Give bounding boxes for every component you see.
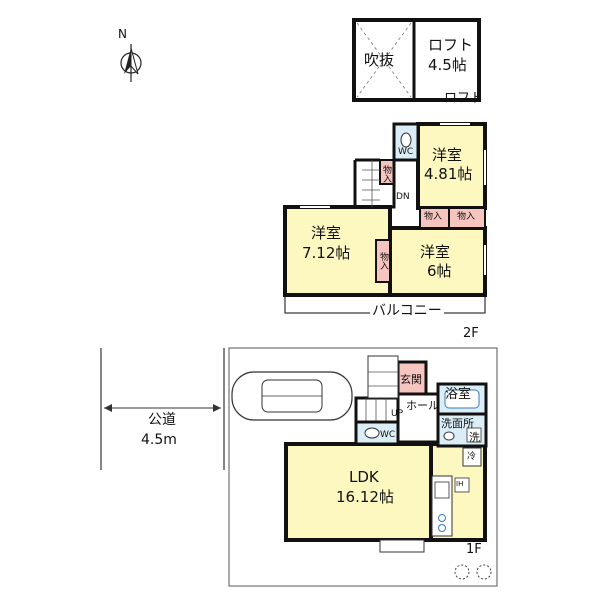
room-b-size: 7.12帖 [302,244,351,262]
1f-stairs-up-label: UP [391,409,404,419]
ldk-size: 16.12帖 [336,488,394,506]
room-a-size: 4.81帖 [424,165,473,183]
road-name-label: 公道 [148,412,176,428]
loft-void-label: 吹抜 [364,51,395,69]
fridge-label: 冷 [467,452,477,462]
road-width-label: 4.5m [141,432,177,448]
2f-storage-room-b: 物入 [378,252,388,270]
first-floor-plan [228,347,498,587]
room-c-name: 洋室 [420,243,451,261]
road-area [100,348,225,470]
2f-stairs-down-label: DN [396,192,410,202]
2f-storage-room-c: 物入 [457,212,476,222]
loft-room-size: 4.5帖 [428,56,467,74]
hall-label: ホール [406,399,439,412]
2f-storage-room-a: 物入 [424,212,443,222]
loft-room-label: ロフト [428,36,474,54]
bath-label: 浴室 [445,387,472,402]
entrance-label: 玄関 [400,373,422,386]
compass-icon [120,44,142,82]
washroom-label: 洗面所 [441,417,474,430]
range-label: IH [456,480,464,488]
2f-floor-label: 2F [463,326,479,341]
loft-plan [352,18,481,102]
2f-wc-label: WC [398,147,414,157]
second-floor-plan [283,122,487,314]
balcony-label: バルコニー [370,303,444,319]
compass-north-label: N [118,27,127,41]
car-icon [231,371,353,421]
washing-machine-label: 洗 [469,431,480,444]
loft-floor-label: ロフト [444,91,484,106]
room-b-name: 洋室 [311,224,342,242]
1f-wc-label: WC [380,430,396,440]
1f-floor-label: 1F [466,542,482,557]
ldk-name: LDK [349,468,379,486]
2f-storage-hall: 物入 [381,165,391,183]
room-a-name: 洋室 [432,146,463,164]
room-c-size: 6帖 [427,262,452,280]
